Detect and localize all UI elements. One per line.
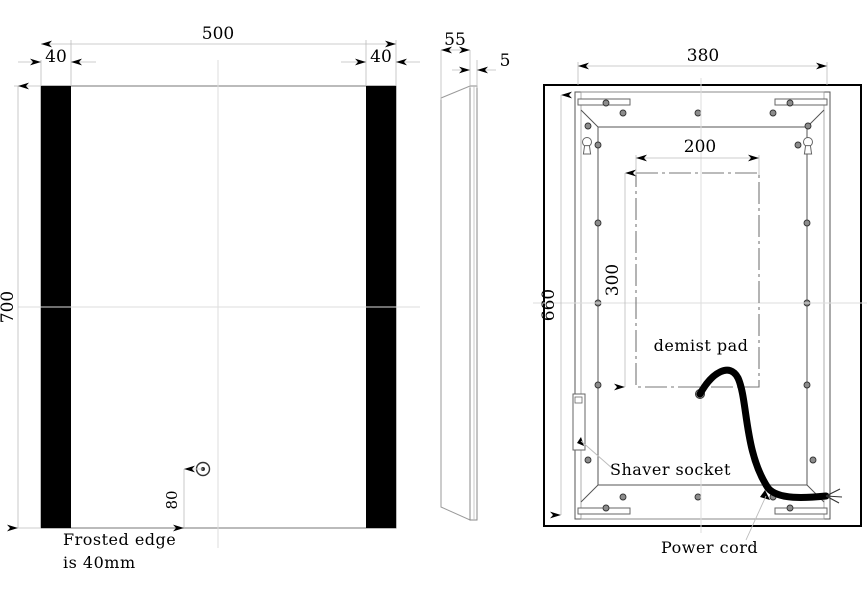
shaver-socket-label: Shaver socket [610,460,731,479]
dim-frame-height: 660 [539,289,559,321]
demist-pad-label: demist pad [654,336,749,355]
power-cord-label: Power cord [661,538,758,557]
frosted-edge-note-line1: Frosted edge [63,530,176,549]
keyhole-hanger-left [582,137,592,155]
shaver-socket [572,393,586,451]
dim-frosted-edge-right: 40 [370,47,392,67]
keyhole-hanger-right [803,137,813,155]
side-glass-panel [469,85,478,521]
dim-overall-height: 700 [0,291,18,323]
frosted-edge-note-line2: is 40mm [63,553,136,572]
side-body-profile [440,85,471,521]
dim-glass-thickness: 5 [500,51,511,71]
dim-depth: 55 [444,30,466,50]
front-view: 500 40 40 700 80 Frosted edge is 40mm [0,24,420,572]
rear-frame-inner-edge [580,91,825,520]
shaver-socket-arrow [577,437,584,446]
dim-demist-width: 200 [684,137,716,157]
rear-view: demist pad 380 660 200 300 Shaver socket [533,46,867,557]
screw-group [584,99,817,512]
dim-sensor-offset: 80 [163,490,181,509]
side-view: 55 5 [440,30,511,521]
power-cord-wire-ends [825,488,843,504]
dim-demist-height: 300 [603,264,623,296]
shaver-socket-leader [580,440,614,470]
power-cord-leader [745,495,767,541]
dim-frosted-edge-left: 40 [45,47,67,67]
dim-frame-width: 380 [687,46,719,66]
demist-pad-outline [635,172,760,388]
dim-overall-width: 500 [202,24,234,44]
power-cord-arrow [760,490,770,500]
bracket-top-right [774,98,828,106]
rear-miter-top [580,109,825,128]
power-cord-cable [696,366,830,502]
bracket-bottom-right [774,507,828,515]
